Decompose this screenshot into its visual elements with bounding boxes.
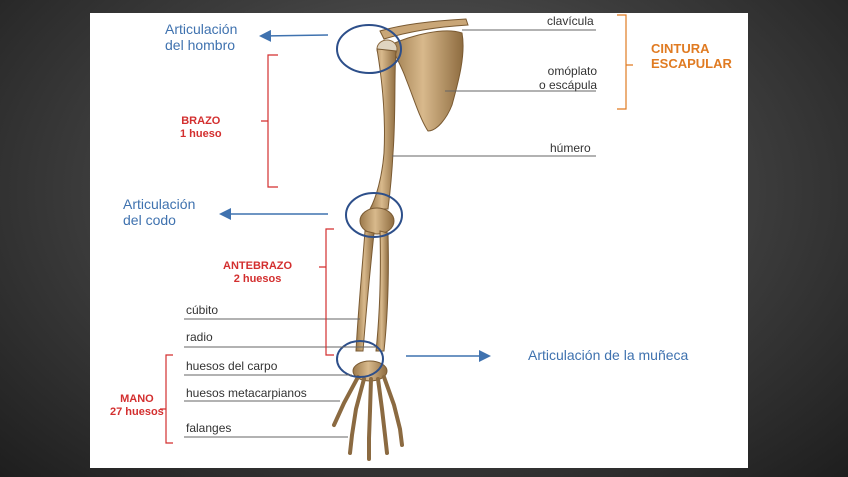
shoulder-girdle-bracket bbox=[617, 15, 633, 109]
red-brackets bbox=[160, 55, 334, 443]
metacarpals-label: huesos metacarpianos bbox=[186, 387, 307, 401]
diagram-slide: Articulación del hombro Articulación del… bbox=[90, 13, 748, 468]
forearm-label: ANTEBRAZO 2 huesos bbox=[223, 260, 292, 285]
shoulder-girdle-label: CINTURA ESCAPULAR bbox=[651, 42, 732, 72]
ulna-bone bbox=[356, 231, 374, 351]
forearm-bracket bbox=[319, 229, 334, 355]
carpals-label: huesos del carpo bbox=[186, 360, 277, 374]
elbow-joint-label: Articulación del codo bbox=[123, 196, 195, 228]
radius-bone bbox=[376, 231, 388, 351]
hand-bones bbox=[334, 377, 402, 459]
phalanges-label: falanges bbox=[186, 422, 231, 436]
scapula-label: omóplato o escápula bbox=[539, 65, 597, 93]
elbow-bones bbox=[360, 208, 394, 234]
radius-label: radio bbox=[186, 331, 213, 345]
arm-bracket bbox=[261, 55, 278, 187]
shoulder-joint-label: Articulación del hombro bbox=[165, 21, 237, 53]
shoulder-arrow bbox=[262, 35, 328, 36]
hand-label: MANO 27 huesos bbox=[110, 393, 164, 418]
humerus-label: húmero bbox=[550, 142, 591, 156]
wrist-joint-label: Articulación de la muñeca bbox=[528, 347, 688, 363]
clavicle-label: clavícula bbox=[547, 15, 594, 29]
ulna-label: cúbito bbox=[186, 304, 218, 318]
arm-label: BRAZO 1 hueso bbox=[180, 115, 222, 140]
